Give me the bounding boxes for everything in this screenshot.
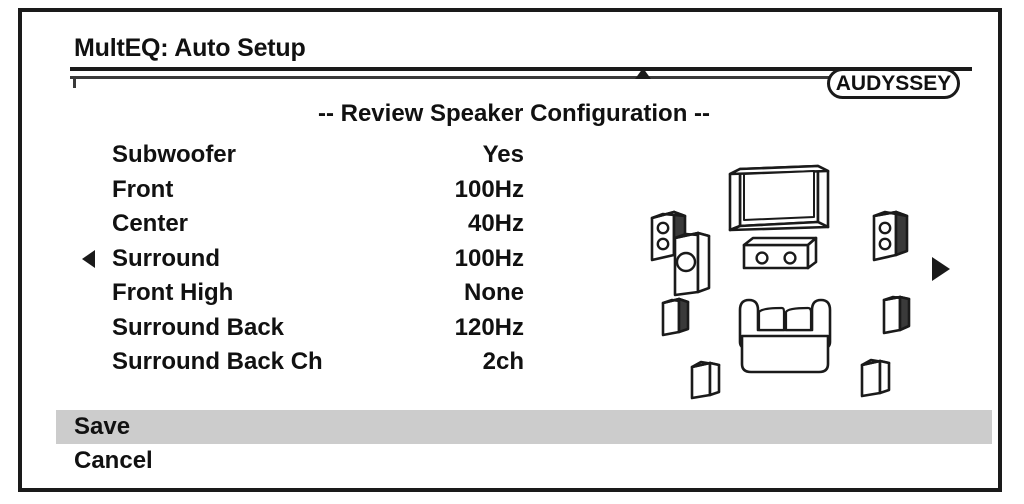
setting-row-surround-back[interactable]: Surround Back 120Hz	[74, 311, 544, 346]
setting-row-surround-back-ch[interactable]: Surround Back Ch 2ch	[74, 345, 544, 380]
setting-value: None	[464, 279, 524, 307]
center-speaker-icon	[742, 236, 818, 270]
surround-left-speaker-icon	[661, 297, 690, 337]
surround-right-speaker-icon	[882, 295, 911, 335]
television-icon	[728, 164, 830, 232]
setting-row-front[interactable]: Front 100Hz	[74, 173, 544, 208]
progress-marker-icon	[635, 68, 651, 79]
audyssey-logo-text: AUDYSSEY	[835, 72, 952, 95]
setting-value: 2ch	[482, 348, 524, 376]
progress-track	[70, 76, 864, 79]
setting-label: Subwoofer	[112, 141, 236, 169]
section-subtitle: -- Review Speaker Configuration --	[317, 100, 711, 127]
setting-label: Front High	[112, 279, 234, 307]
row-cursor-icon	[82, 249, 95, 268]
audyssey-logo: AUDYSSEY	[827, 68, 960, 99]
surround-back-right-speaker-icon	[860, 358, 891, 398]
page-title: MultEQ: Auto Setup	[74, 34, 306, 62]
save-button-label: Save	[74, 413, 131, 440]
setting-label: Center	[112, 210, 189, 238]
setting-row-center[interactable]: Center 40Hz	[74, 207, 544, 242]
header-divider	[70, 67, 972, 71]
setting-label: Front	[112, 175, 174, 203]
sofa-icon	[738, 298, 832, 374]
setting-label: Surround Back	[112, 313, 285, 341]
setting-value: 100Hz	[454, 175, 524, 203]
save-button[interactable]: Save	[56, 410, 992, 444]
action-menu: Save Cancel	[22, 410, 1006, 478]
progress-start-tick-icon	[73, 77, 76, 88]
room-layout-diagram	[622, 152, 932, 412]
setting-row-subwoofer[interactable]: Subwoofer Yes	[74, 138, 544, 173]
cancel-button[interactable]: Cancel	[22, 444, 1006, 478]
speaker-settings-list: Subwoofer Yes Front 100Hz Center 40Hz Su…	[74, 138, 544, 380]
surround-back-left-speaker-icon	[690, 360, 721, 400]
setting-row-surround[interactable]: Surround 100Hz	[74, 242, 544, 277]
setting-value: Yes	[482, 141, 524, 169]
setting-value: 40Hz	[467, 210, 524, 238]
setting-label: Surround Back Ch	[112, 348, 323, 376]
setting-label: Surround	[112, 244, 220, 272]
osd-frame: MultEQ: Auto Setup AUDYSSEY -- Review Sp…	[18, 8, 1002, 492]
setting-row-front-high[interactable]: Front High None	[74, 276, 544, 311]
front-right-speaker-icon	[872, 210, 909, 262]
next-page-arrow-icon[interactable]	[932, 257, 950, 281]
cancel-button-label: Cancel	[74, 447, 153, 474]
setting-value: 120Hz	[454, 313, 524, 341]
setting-value: 100Hz	[454, 244, 524, 272]
subwoofer-icon	[673, 231, 711, 297]
